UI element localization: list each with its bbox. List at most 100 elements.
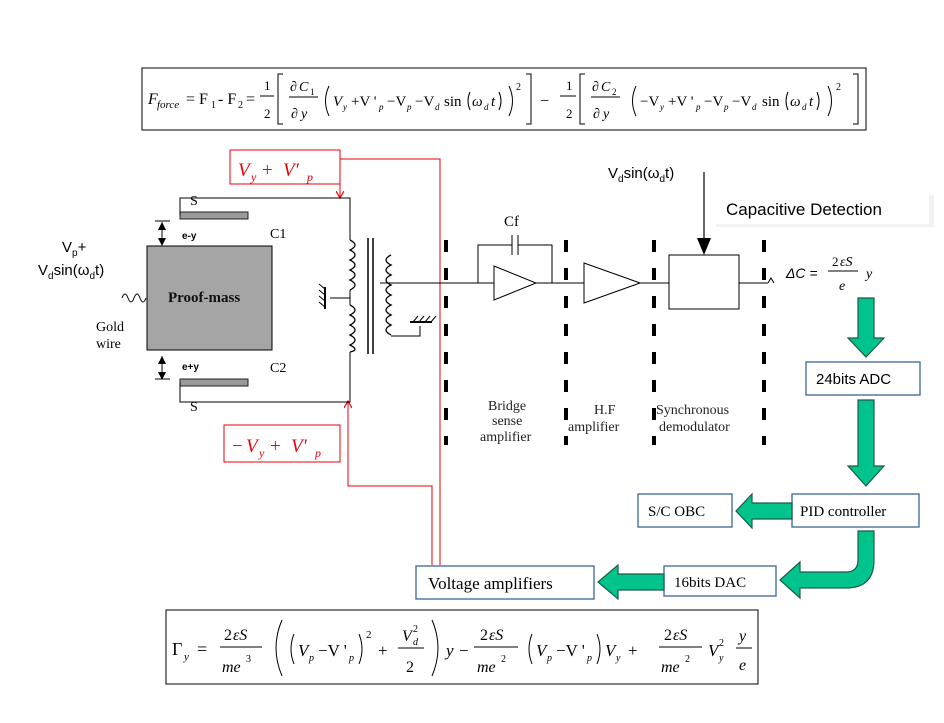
svg-text:y: y: [299, 107, 308, 122]
svg-text:−V ': −V ': [556, 641, 585, 660]
svg-text:16bits DAC: 16bits DAC: [674, 575, 746, 591]
svg-text:+V ': +V ': [668, 94, 694, 110]
svg-text:p: p: [546, 653, 552, 664]
svg-text:1: 1: [566, 78, 573, 93]
svg-text:−V: −V: [640, 94, 659, 110]
bridge-amp-triangle: [493, 265, 538, 301]
svg-text:24bits ADC: 24bits ADC: [816, 371, 891, 388]
label-s-bottom: S: [190, 400, 198, 415]
svg-text:+V ': +V ': [351, 94, 377, 110]
label-cf: Cf: [504, 214, 519, 230]
hf-amp-triangle: [583, 262, 642, 304]
svg-text:V: V: [238, 160, 252, 181]
gold-wire: [121, 293, 147, 303]
svg-text:ΔC =: ΔC =: [785, 265, 818, 281]
label-bridge-1: Bridge: [488, 399, 526, 414]
electrode-bottom: [179, 378, 249, 387]
svg-text:ω: ω: [472, 94, 483, 110]
arrow-to-obc: [735, 492, 793, 530]
svg-text:∂: ∂: [593, 107, 600, 122]
svg-text:y: y: [864, 267, 873, 282]
svg-text:C: C: [299, 80, 309, 95]
svg-text:∂: ∂: [592, 80, 599, 95]
label-bridge-2: sense: [492, 414, 522, 429]
svg-text:sin: sin: [762, 94, 780, 110]
svg-text:e: e: [739, 657, 746, 674]
svg-text:S/C OBC: S/C OBC: [648, 504, 705, 520]
svg-text:y: y: [183, 651, 189, 663]
svg-text:−V: −V: [704, 94, 723, 110]
svg-text:y: y: [659, 102, 664, 112]
svg-text:V: V: [536, 641, 549, 660]
svg-text:d: d: [752, 102, 757, 112]
svg-text:2: 2: [832, 254, 839, 269]
label-vd-sin-top: Vdsin(ωdt): [608, 165, 674, 185]
svg-text:y: y: [250, 170, 257, 184]
circuit-labels: S S C1 C2 e-y e+y Proof-mass Gold wire V…: [38, 165, 730, 445]
svg-text:+: +: [378, 641, 388, 660]
red-feedback-lines: [340, 158, 441, 565]
svg-text:1: 1: [211, 100, 216, 111]
sc-obc-box: S/C OBC: [637, 493, 733, 528]
svg-text:C: C: [601, 80, 611, 95]
label-e-plus-y: e+y: [182, 362, 199, 373]
demodulator-box: [668, 254, 740, 310]
svg-text:F: F: [147, 91, 158, 108]
svg-text:+: +: [628, 641, 638, 660]
svg-text:V: V: [298, 641, 311, 660]
svg-text:p: p: [406, 102, 412, 112]
svg-text:−: −: [540, 93, 549, 110]
svg-text:PID controller: PID controller: [800, 504, 886, 520]
svg-text:−V: −V: [415, 94, 434, 110]
svg-text:εS: εS: [840, 255, 853, 270]
svg-text:εS: εS: [673, 627, 687, 644]
svg-text:Voltage amplifiers: Voltage amplifiers: [428, 574, 553, 593]
svg-text:V: V: [402, 628, 414, 645]
svg-text:2: 2: [516, 82, 521, 93]
flow-arrows: [597, 297, 886, 601]
svg-text:εS: εS: [489, 627, 503, 644]
svg-text:V: V: [246, 436, 260, 457]
svg-text:y: y: [737, 628, 747, 645]
label-vd-sin-left: Vdsin(ωdt): [38, 262, 104, 282]
svg-text:V: V: [708, 641, 721, 660]
svg-text:y: y: [718, 653, 724, 664]
svg-text:3: 3: [246, 654, 251, 665]
svg-text:1: 1: [264, 78, 271, 93]
svg-text:y: y: [601, 107, 610, 122]
svg-text:=: =: [197, 639, 207, 659]
svg-text:me: me: [222, 659, 241, 676]
arrow-to-adc: [846, 297, 886, 358]
force-equation-box: [141, 67, 867, 131]
svg-text:2: 2: [480, 627, 488, 644]
svg-text:sin: sin: [444, 94, 462, 110]
svg-text:−V: −V: [732, 94, 751, 110]
svg-text:p: p: [586, 653, 592, 664]
sensor-circuit: [121, 172, 775, 445]
force-equation: F force = F 1 - F 2 = 1 2 ∂ C 1 ∂ y V y …: [141, 67, 867, 131]
svg-text:2: 2: [685, 654, 690, 665]
label-hf-1: H.F: [594, 403, 616, 418]
proof-mass: [146, 245, 273, 351]
svg-text:t: t: [491, 94, 496, 110]
svg-text:2: 2: [836, 82, 841, 93]
svg-text:ω: ω: [790, 94, 801, 110]
svg-text:y: y: [615, 653, 621, 664]
svg-text:2: 2: [612, 87, 617, 97]
svg-text:2: 2: [366, 629, 372, 641]
svg-text:εS: εS: [233, 627, 247, 644]
vy-plus-vp-label-box: V y + V′ p: [229, 149, 341, 185]
label-vp-plus: Vp+: [62, 239, 87, 259]
arrow-to-pid: [846, 399, 886, 487]
svg-text:V: V: [605, 641, 618, 660]
svg-text:y: y: [258, 446, 265, 460]
pid-box: PID controller: [791, 493, 920, 528]
neg-vy-plus-vp-label-box: − V y + V′ p: [223, 424, 341, 463]
svg-text:d: d: [413, 637, 419, 648]
svg-text:V′: V′: [283, 160, 300, 181]
gamma-equation: Γ y = 2 εS me 3 V p −V ' p 2 + V d 2 2 y…: [165, 609, 759, 685]
svg-text:me: me: [477, 659, 496, 676]
label-c2: C2: [270, 361, 286, 376]
